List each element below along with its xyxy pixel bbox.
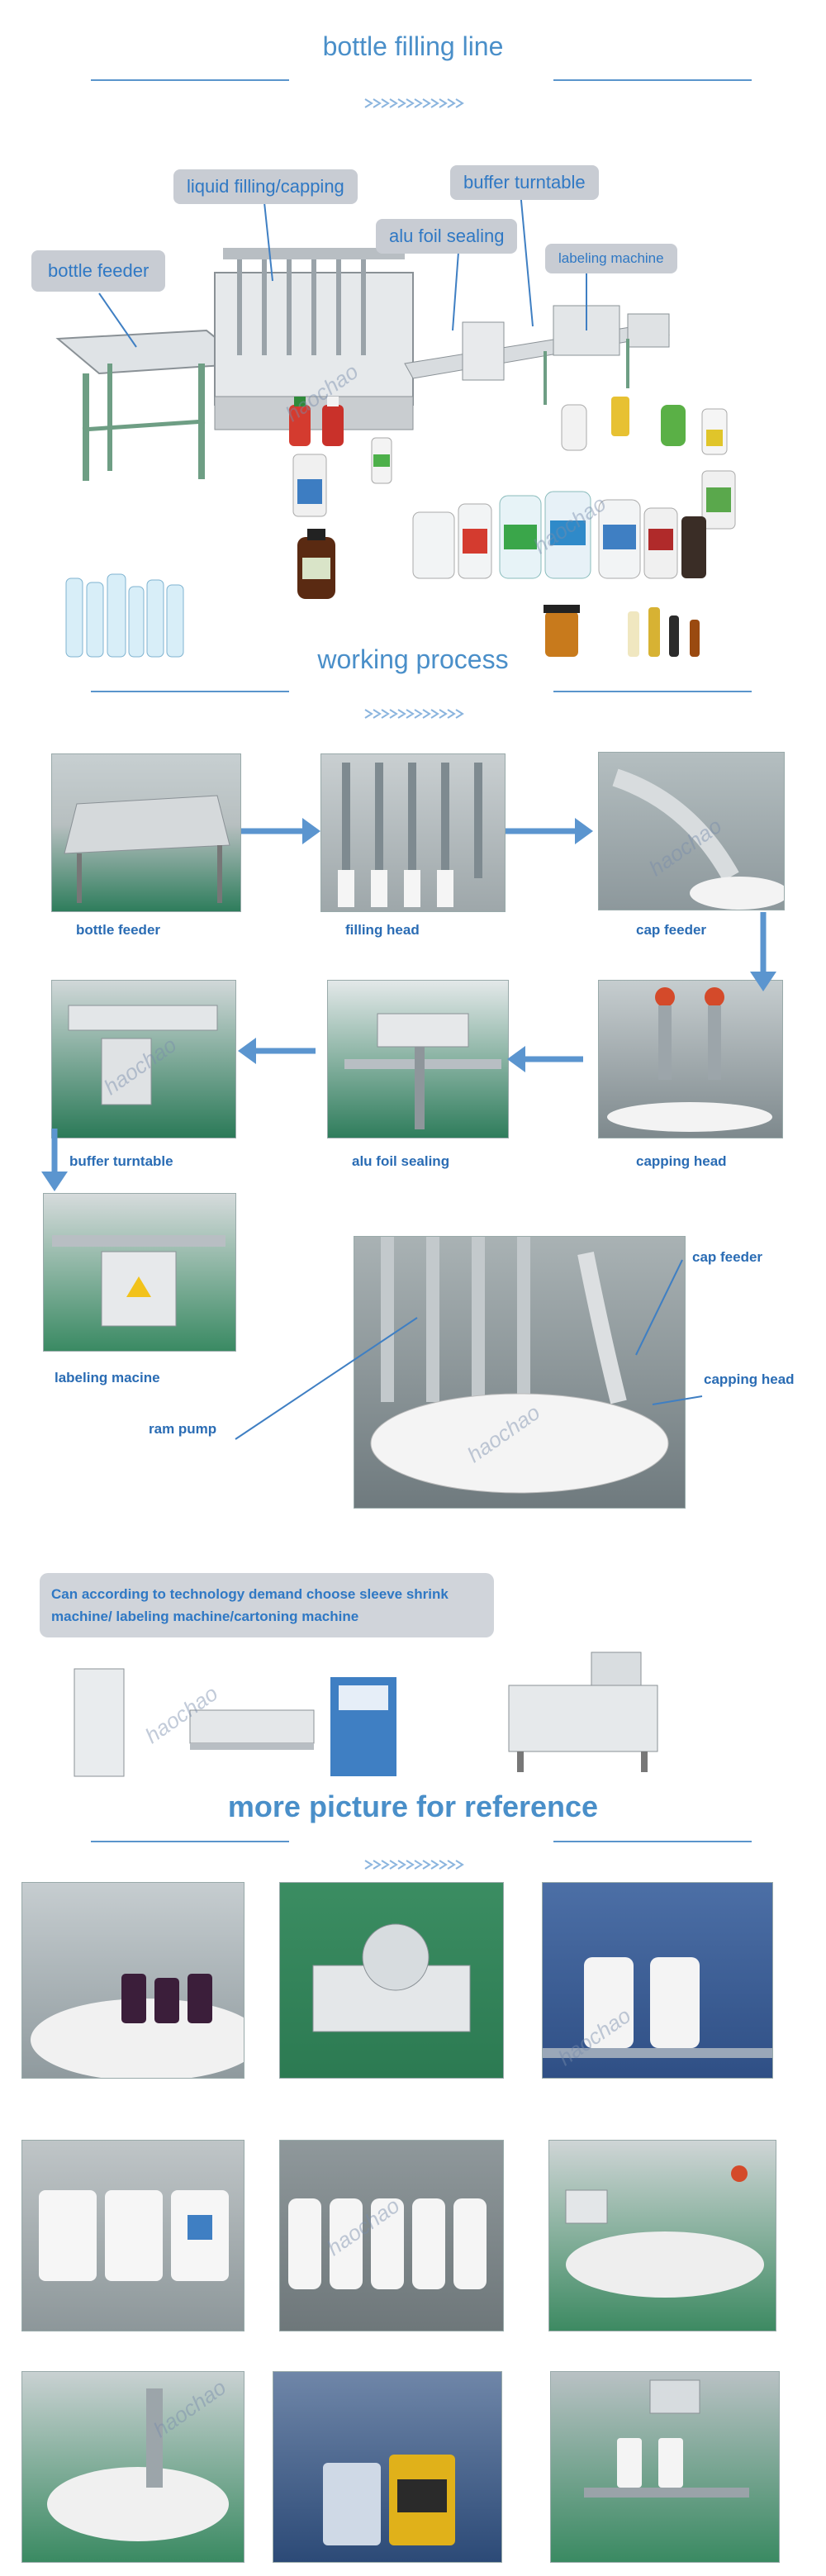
callout-bottle-feeder: bottle feeder xyxy=(31,250,166,292)
cartoning-machine-illustration xyxy=(501,1644,666,1776)
label-filling-head: filling head xyxy=(345,922,420,938)
process-underline-left xyxy=(91,691,289,692)
callout-labeling-machine: labeling machine xyxy=(545,244,677,273)
section-title-more-pictures: more picture for reference xyxy=(227,1789,599,1823)
label-cap-feeder: cap feeder xyxy=(636,922,707,938)
callout-liquid-filling: liquid filling/capping xyxy=(173,169,358,204)
reference-underline-right xyxy=(553,1841,752,1842)
detail-pointer-lines xyxy=(235,1259,703,1440)
optional-machines-text: Can according to technology demand choos… xyxy=(51,1586,449,1624)
label-detail-capping-head: capping head xyxy=(704,1371,795,1387)
title-underline-left xyxy=(91,79,289,81)
sample-bottles-illustration xyxy=(50,388,760,669)
reference-underline-left xyxy=(91,1841,289,1842)
label-bottle-feeder: bottle feeder xyxy=(76,922,161,938)
photo-cap-feeder xyxy=(598,752,785,910)
chevron-divider-icon xyxy=(364,709,464,719)
photo-alu-foil-sealing xyxy=(327,980,509,1138)
callout-buffer-turntable: buffer turntable xyxy=(450,165,599,200)
label-buffer-turntable: buffer turntable xyxy=(69,1153,173,1169)
callout-lines xyxy=(98,191,587,348)
chevron-divider-icon xyxy=(364,1860,464,1870)
production-line-illustration xyxy=(50,157,677,504)
reference-photo-7 xyxy=(21,2371,244,2563)
photo-bottle-feeder xyxy=(51,753,241,912)
sleeve-shrink-machine-illustration xyxy=(66,1652,413,1793)
label-capping-head: capping head xyxy=(636,1153,727,1169)
label-labeling-machine: labeling macine xyxy=(55,1370,160,1385)
reference-photo-8 xyxy=(273,2371,502,2563)
label-alu-foil-sealing: alu foil sealing xyxy=(352,1153,450,1169)
process-underline-right xyxy=(553,691,752,692)
label-detail-ram-pump: ram pump xyxy=(149,1421,217,1437)
process-flow-arrows xyxy=(41,818,776,1191)
photo-filling-head xyxy=(320,753,506,912)
photo-buffer-turntable xyxy=(51,980,236,1138)
photo-detail-filling-capping xyxy=(354,1236,686,1509)
photo-labeling-machine xyxy=(43,1193,236,1352)
chevron-divider-icon xyxy=(364,98,464,108)
reference-photo-4 xyxy=(21,2140,244,2331)
reference-photo-1 xyxy=(21,1882,244,2079)
optional-machines-note: Can according to technology demand choos… xyxy=(40,1573,494,1637)
photo-capping-head xyxy=(598,980,783,1138)
label-detail-cap-feeder: cap feeder xyxy=(692,1249,763,1265)
reference-photo-3 xyxy=(542,1882,773,2079)
reference-photo-2 xyxy=(279,1882,504,2079)
reference-photo-6 xyxy=(548,2140,776,2331)
reference-photo-5 xyxy=(279,2140,504,2331)
page-title: bottle filling line xyxy=(322,31,504,61)
callout-alu-foil: alu foil sealing xyxy=(376,219,518,254)
section-title-working-process: working process xyxy=(317,644,509,674)
title-underline-right xyxy=(553,79,752,81)
reference-photo-9 xyxy=(550,2371,780,2563)
